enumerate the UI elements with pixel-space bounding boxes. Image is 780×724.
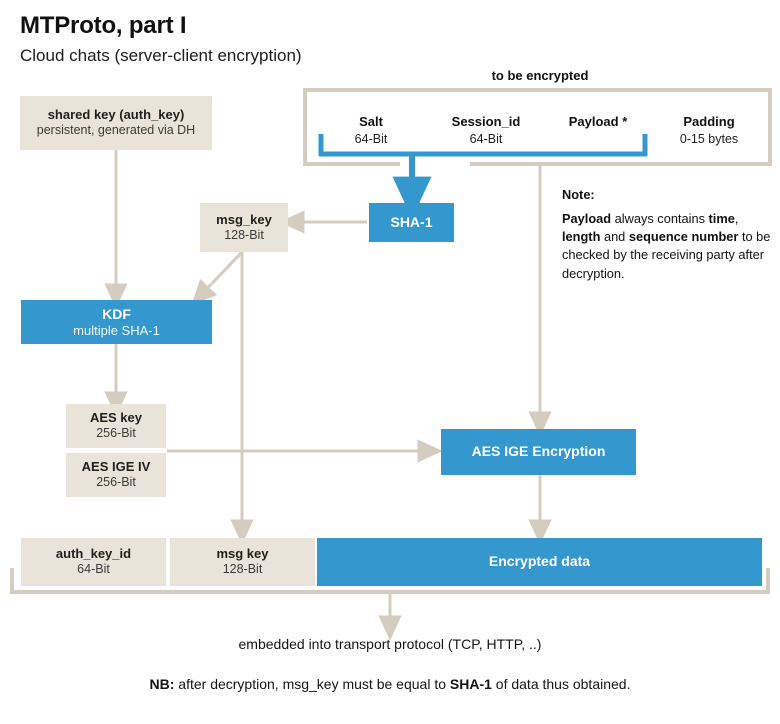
auth-key-id-box: auth_key_id 64-Bit	[21, 538, 166, 586]
nb-label: NB:	[149, 676, 175, 692]
nb-text-a: after decryption, msg_key must be equal …	[174, 676, 450, 692]
hashed-range-bracket	[318, 134, 648, 219]
aes-key-size: 256-Bit	[96, 426, 136, 441]
kdf-box: KDF multiple SHA-1	[21, 300, 212, 344]
shared-key-box: shared key (auth_key) persistent, genera…	[20, 96, 212, 150]
note-text-1: always contains	[611, 211, 709, 227]
sha1-box: SHA-1	[369, 203, 454, 242]
page-title: MTProto, part I	[20, 12, 187, 39]
encrypted-data-box: Encrypted data	[317, 538, 762, 586]
encrypted-data-label: Encrypted data	[488, 553, 591, 570]
aes-ige-iv-box: AES IGE IV 256-Bit	[66, 453, 166, 497]
kdf-detail: multiple SHA-1	[73, 322, 160, 338]
field-session-id-size: 64-Bit	[469, 132, 503, 146]
auth-key-id-size: 64-Bit	[77, 562, 110, 577]
msg-key-output-box: msg key 128-Bit	[170, 538, 315, 586]
field-padding-size: 0-15 bytes	[679, 132, 739, 146]
shared-key-detail: persistent, generated via DH	[36, 123, 196, 138]
aes-key-box: AES key 256-Bit	[66, 404, 166, 448]
aes-ige-encryption-box: AES IGE Encryption	[441, 429, 636, 475]
note-body: Payload always contains time, length and…	[562, 210, 777, 283]
field-salt-size: 64-Bit	[354, 132, 388, 146]
field-salt-name: Salt	[359, 114, 383, 129]
to-be-encrypted-label: to be encrypted	[491, 68, 589, 83]
note-text-3: and	[600, 229, 629, 245]
aes-ige-encryption-label: AES IGE Encryption	[471, 443, 606, 460]
transport-caption: embedded into transport protocol (TCP, H…	[238, 636, 542, 652]
note-length-bold: length	[562, 229, 601, 245]
to-be-encrypted-bracket	[303, 88, 772, 166]
aes-ige-iv-size: 256-Bit	[96, 475, 136, 490]
sha1-label: SHA-1	[390, 213, 433, 230]
page-subtitle: Cloud chats (server-client encryption)	[20, 46, 302, 65]
aes-ige-iv-name: AES IGE IV	[81, 459, 151, 475]
nb-sha1-bold: SHA-1	[449, 676, 492, 692]
field-padding-name: Padding	[683, 114, 735, 129]
note-text-2: ,	[734, 211, 739, 227]
msg-key-box: msg_key 128-Bit	[200, 203, 288, 252]
note-text-5: party after decryption.	[562, 247, 765, 281]
field-salt: Salt 64-Bit	[321, 114, 421, 146]
kdf-name: KDF	[102, 305, 131, 322]
nb-caption: NB: after decryption, msg_key must be eq…	[0, 676, 780, 692]
note-payload-bold: Payload	[562, 211, 612, 227]
msgkey-to-kdf-wire	[191, 250, 244, 306]
aes-key-name: AES key	[89, 410, 143, 426]
field-session-id-name: Session_id	[451, 114, 521, 129]
note-time-bold: time	[708, 211, 735, 227]
msg-key-output-size: 128-Bit	[222, 562, 263, 577]
shared-key-name: shared key (auth_key)	[47, 107, 185, 123]
note-block: Note: Payload always contains time, leng…	[562, 186, 777, 283]
field-payload-name: Payload *	[568, 114, 628, 129]
auth-key-id-name: auth_key_id	[55, 546, 132, 562]
nb-text-b: of data thus obtained.	[491, 676, 631, 692]
msg-key-name: msg_key	[216, 211, 272, 227]
msg-key-size: 128-Bit	[224, 227, 264, 242]
field-padding: Padding 0-15 bytes	[657, 114, 761, 146]
note-text-4: to be checked by the receiving	[562, 229, 771, 263]
note-seqnum-bold: sequence number	[628, 229, 739, 245]
field-session-id: Session_id 64-Bit	[430, 114, 542, 146]
note-heading: Note:	[562, 187, 595, 202]
msg-key-output-name: msg key	[216, 546, 269, 562]
field-payload: Payload *	[548, 114, 648, 132]
